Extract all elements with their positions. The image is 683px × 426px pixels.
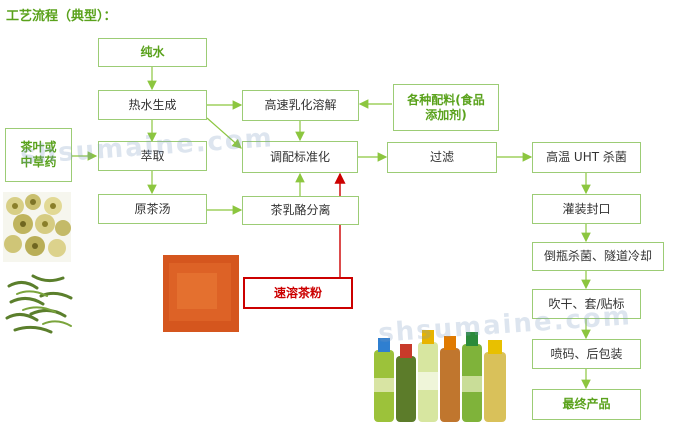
- page-title: 工艺流程（典型）：: [6, 9, 117, 24]
- node-extract: 萃取: [98, 141, 207, 171]
- tea-powder-image: [163, 255, 239, 332]
- node-hot-water: 热水生成: [98, 90, 207, 120]
- node-tea-herb: 茶叶或中草药: [5, 128, 72, 182]
- node-invert: 倒瓶杀菌、隧道冷却: [532, 242, 664, 271]
- node-uht: 高温 UHT 杀菌: [532, 142, 641, 173]
- node-blend: 调配标准化: [242, 141, 358, 173]
- node-dry: 吹干、套/贴标: [532, 289, 641, 319]
- arrow-hot-blend: [206, 117, 242, 149]
- node-pure-water: 纯水: [98, 38, 207, 67]
- node-raw-tea: 原茶汤: [98, 194, 207, 224]
- node-emulsify: 高速乳化溶解: [242, 90, 359, 121]
- node-additives: 各种配料(食品添加剂): [393, 84, 499, 131]
- node-separate: 茶乳酪分离: [242, 196, 359, 225]
- green-tea-image: [3, 268, 75, 338]
- node-final: 最终产品: [532, 389, 641, 420]
- bottled-products-image: [374, 330, 506, 422]
- node-instant-tea: 速溶茶粉: [243, 277, 353, 309]
- node-code: 喷码、后包装: [532, 339, 641, 369]
- node-filter: 过滤: [387, 142, 497, 173]
- node-fill: 灌装封口: [532, 194, 641, 224]
- chrysanthemum-image: [3, 192, 71, 262]
